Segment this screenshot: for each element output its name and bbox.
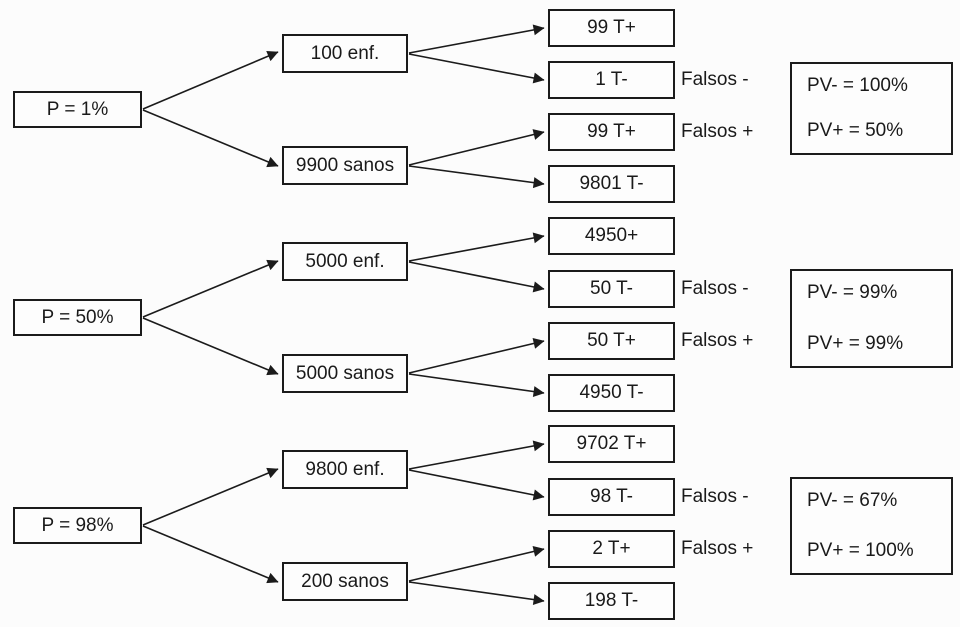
arrow-sanos3-to-tneg xyxy=(408,581,545,605)
group3-predictive-values-box: PV- = 67% PV+ = 100% xyxy=(790,477,953,575)
arrow-sanos2-to-tpos xyxy=(408,338,545,374)
group1-pv-pos-value: PV+ = 50% xyxy=(807,120,904,141)
group2-falsos-neg-label: Falsos - xyxy=(681,278,749,299)
group1-prevalence-box: P = 1% xyxy=(13,91,142,128)
group2-leaf-true-neg-box: 4950 T- xyxy=(548,374,675,412)
group2-leaf-true-pos-box: 4950+ xyxy=(548,217,675,255)
group2-prevalence-box: P = 50% xyxy=(13,299,142,336)
arrow-enf3-to-tneg xyxy=(408,469,545,501)
group1-leaf-true-pos-box: 99 T+ xyxy=(548,9,675,47)
arrow-sanos2-to-tneg xyxy=(408,373,545,397)
group1-leaf-true-neg-box: 9801 T- xyxy=(548,165,675,203)
group2-falsos-pos-label: Falsos + xyxy=(681,330,754,351)
group2-pv-neg-value: PV- = 99% xyxy=(807,282,898,303)
group1-pv-neg-value: PV- = 100% xyxy=(807,75,908,96)
arrow-enf2-to-tneg xyxy=(408,261,545,293)
group2-enfermos-box: 5000 enf. xyxy=(282,242,408,281)
arrow-sanos3-to-tpos xyxy=(408,546,545,582)
arrow-sanos1-to-tpos xyxy=(408,129,545,166)
group3-sanos-box: 200 sanos xyxy=(282,562,408,601)
arrow-enf2-to-tpos xyxy=(408,232,545,262)
group1-sanos-box: 9900 sanos xyxy=(282,146,408,185)
group3-falsos-pos-label: Falsos + xyxy=(681,538,754,559)
arrow-root2-to-sanos xyxy=(142,317,279,376)
group3-leaf-true-pos-box: 9702 T+ xyxy=(548,425,675,463)
group1-leaf-false-neg-box: 1 T- xyxy=(548,61,675,99)
group2-pv-pos-value: PV+ = 99% xyxy=(807,333,904,354)
group3-pv-pos-value: PV+ = 100% xyxy=(807,540,914,561)
arrow-sanos1-to-tneg xyxy=(408,165,545,189)
group2-sanos-box: 5000 sanos xyxy=(282,354,408,393)
group1-falsos-neg-label: Falsos - xyxy=(681,69,749,90)
group2-leaf-false-neg-box: 50 T- xyxy=(548,270,675,308)
group1-falsos-pos-label: Falsos + xyxy=(681,121,754,142)
group3-prevalence-box: P = 98% xyxy=(13,507,142,544)
arrow-root2-to-enf xyxy=(142,259,279,318)
group3-enfermos-box: 9800 enf. xyxy=(282,450,408,489)
group3-leaf-true-neg-box: 198 T- xyxy=(548,582,675,620)
arrow-root3-to-enf xyxy=(142,467,279,526)
group3-leaf-false-neg-box: 98 T- xyxy=(548,478,675,516)
arrow-enf1-to-tneg xyxy=(408,53,545,84)
group2-leaf-false-pos-box: 50 T+ xyxy=(548,322,675,360)
group2-predictive-values-box: PV- = 99% PV+ = 99% xyxy=(790,269,953,368)
arrow-root1-to-sanos xyxy=(142,109,279,168)
arrow-enf1-to-tpos xyxy=(408,24,545,54)
group3-leaf-false-pos-box: 2 T+ xyxy=(548,530,675,568)
group1-enfermos-box: 100 enf. xyxy=(282,34,408,73)
group3-pv-neg-value: PV- = 67% xyxy=(807,490,898,511)
arrow-root1-to-enf xyxy=(142,50,279,110)
arrow-root3-to-sanos xyxy=(142,525,279,584)
group1-predictive-values-box: PV- = 100% PV+ = 50% xyxy=(790,62,953,155)
group3-falsos-neg-label: Falsos - xyxy=(681,486,749,507)
arrow-enf3-to-tpos xyxy=(408,440,545,470)
group1-leaf-false-pos-box: 99 T+ xyxy=(548,113,675,151)
